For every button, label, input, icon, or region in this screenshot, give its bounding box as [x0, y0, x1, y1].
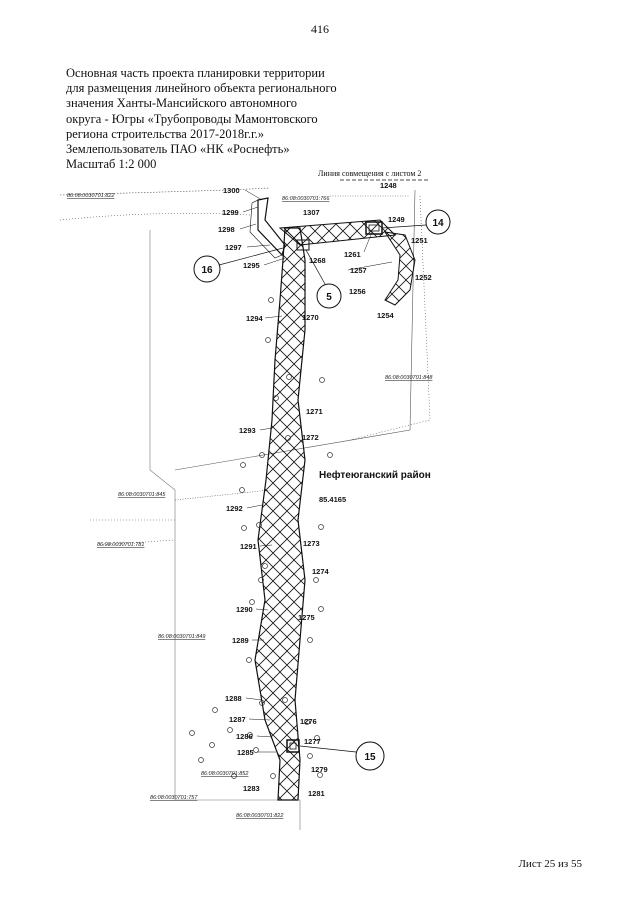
callout-label: 14 — [432, 218, 444, 229]
header-line: округа - Югры «Трубопроводы Мамонтовског… — [66, 111, 318, 126]
callout-label: 15 — [364, 752, 376, 763]
valve-structure-inner — [289, 742, 297, 750]
point-label: 1295 — [243, 261, 260, 270]
area-label: 85.4165 — [319, 495, 346, 504]
point-label: 1257 — [350, 266, 367, 275]
point-label: 1256 — [349, 287, 366, 296]
callout-5: 5 — [305, 249, 342, 309]
point-label: 1271 — [306, 407, 323, 416]
callout-label: 16 — [201, 265, 213, 276]
point-label: 1273 — [303, 539, 320, 548]
point-label: 1297 — [225, 243, 242, 252]
point-label: 1283 — [243, 784, 260, 793]
callout-14: 14 — [381, 209, 451, 235]
cadastral-label: 86:08:0030701:848 — [385, 375, 433, 381]
valve-structure — [286, 739, 300, 753]
point-label: 1292 — [226, 504, 243, 513]
point-label: 1272 — [302, 433, 319, 442]
point-label: 1261 — [344, 250, 361, 259]
cadastral-label: 86:08:0030701:781 — [97, 542, 144, 548]
header-line: региона строительства 2017-2018г.г.» — [66, 126, 265, 141]
pipeline-branch-right — [383, 231, 416, 306]
header-line: Основная часть проекта планировки террит… — [66, 66, 325, 80]
point-label: 1287 — [229, 715, 246, 724]
cadastral-label: 86:08:0030701:845 — [118, 492, 166, 498]
header-line: значения Ханты-Мансийского автономного — [66, 96, 298, 111]
point-label: 1307 — [303, 208, 320, 217]
point-label: 1268 — [309, 256, 326, 265]
point-label: 1254 — [377, 311, 395, 320]
pipeline-corridor — [254, 227, 306, 801]
cadastral-label: 86:08:0030701:849 — [158, 634, 205, 640]
map-objects — [189, 297, 333, 779]
point-label: 1252 — [415, 273, 432, 282]
point-labels: 1248 1249 1251 1252 1254 1256 1257 1261 … — [218, 181, 432, 798]
point-label: 1275 — [298, 613, 315, 622]
cadastral-label: 86:08:0030701:852 — [201, 771, 248, 777]
point-label: 1286 — [236, 732, 253, 741]
point-label: 1289 — [232, 636, 249, 645]
callout-label: 5 — [326, 292, 332, 303]
point-label: 1290 — [236, 605, 253, 614]
point-label: 1299 — [222, 208, 239, 217]
cadastral-label: 86:08:0030701:822 — [67, 193, 114, 199]
cadastral-label: 86:08:0030701:766 — [282, 196, 330, 202]
district-label: Нефтеюганский район — [319, 469, 431, 481]
scale-label: Масштаб 1:2 000 — [66, 157, 157, 172]
point-label: 1288 — [225, 694, 242, 703]
point-label: 1300 — [223, 186, 240, 195]
cadastral-label: 86:08:0030701:757 — [150, 795, 198, 801]
project-header: Основная часть проекта планировки террит… — [66, 66, 366, 172]
point-label: 1248 — [380, 181, 397, 190]
well-pad-structure-inner — [368, 224, 380, 232]
point-label: 1285 — [237, 748, 254, 757]
header-line: для размещения линейного объекта региона… — [66, 81, 337, 96]
point-label: 1281 — [308, 789, 325, 798]
point-label: 1298 — [218, 225, 235, 234]
point-label: 1291 — [240, 542, 257, 551]
point-label: 1276 — [300, 717, 317, 726]
page-number: 416 — [311, 22, 329, 36]
point-label: 1274 — [312, 567, 330, 576]
callout-16: 16 — [193, 247, 284, 283]
point-label: 1294 — [246, 314, 264, 323]
sheet-number: Лист 25 из 55 — [518, 858, 582, 870]
cadastral-label: 86:08:0030701:822 — [236, 813, 283, 819]
callout-15: 15 — [299, 741, 385, 771]
leader-lines — [239, 189, 393, 753]
point-label: 1270 — [302, 313, 319, 322]
point-label: 1293 — [239, 426, 256, 435]
point-label: 1277 — [304, 737, 321, 746]
pipeline-upper-left-edge — [249, 199, 283, 259]
match-line-label: Линия совмещения с листом 2 — [318, 169, 421, 178]
pipeline-upper-left — [257, 197, 286, 257]
junction-structure — [296, 239, 310, 251]
point-label: 1251 — [411, 236, 428, 245]
point-label: 1279 — [311, 765, 328, 774]
header-line: Землепользователь ПАО «НК «Роснефть» — [66, 142, 290, 157]
point-label: 1249 — [388, 215, 405, 224]
